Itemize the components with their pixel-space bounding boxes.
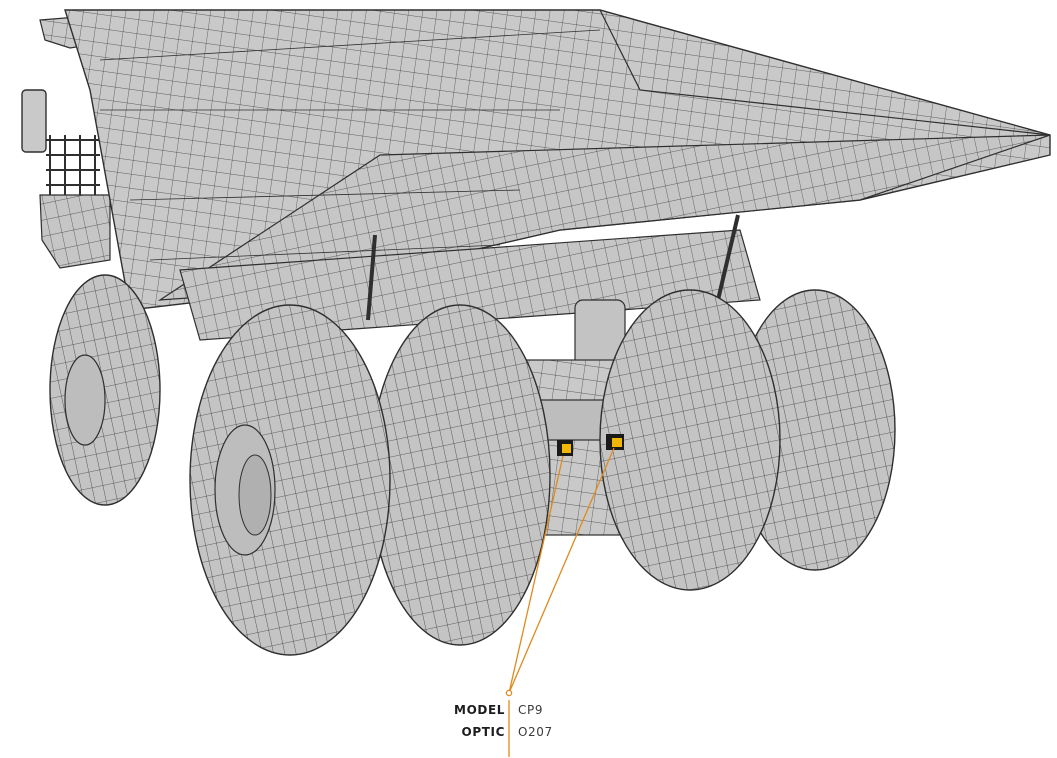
spec-callout: MODEL CP9 OPTIC O207 xyxy=(430,703,590,749)
tire-rear-right-outer xyxy=(599,289,781,591)
spec-label-model: MODEL xyxy=(454,703,505,717)
spec-row-model: MODEL CP9 xyxy=(430,703,590,723)
spec-row-optic: OPTIC O207 xyxy=(430,725,590,745)
tires xyxy=(49,274,896,656)
sensor-marker-left xyxy=(557,440,573,456)
tire-rear-left-inner xyxy=(369,304,551,646)
spec-label-optic: OPTIC xyxy=(461,725,505,739)
callout-anchor xyxy=(505,689,513,697)
tire-rear-left-outer xyxy=(189,304,391,656)
side-mirror xyxy=(21,89,47,153)
spec-value-model: CP9 xyxy=(518,703,544,717)
callout-leader-lines xyxy=(505,447,615,757)
cab-railing xyxy=(46,135,100,200)
sensor-marker-right xyxy=(606,434,624,450)
spec-value-optic: O207 xyxy=(518,725,553,739)
